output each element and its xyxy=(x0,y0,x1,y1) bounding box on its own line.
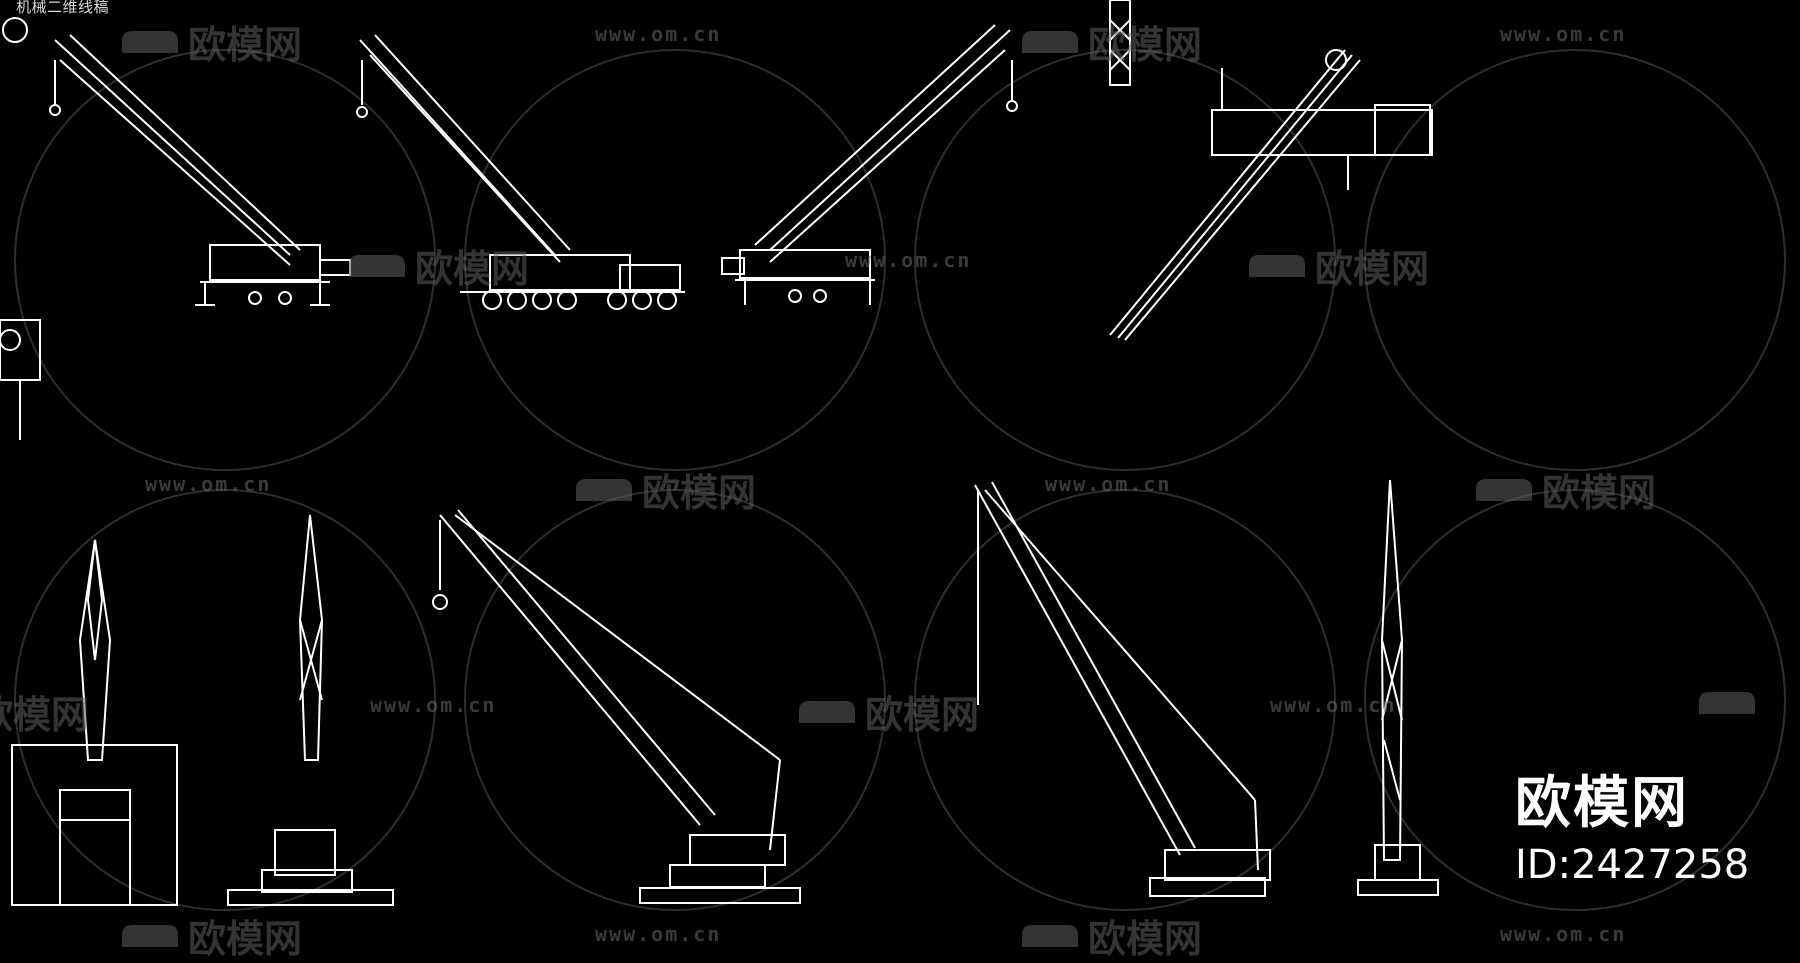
watermark-url: www.om.cn xyxy=(845,248,972,272)
crawler-crane-2 xyxy=(974,481,1271,897)
sofa-icon xyxy=(1476,478,1532,501)
watermark-logo: 欧模网 xyxy=(795,684,979,739)
crane-top-view xyxy=(1109,0,1433,341)
watermark-logo-text: 欧模网 xyxy=(1088,917,1203,961)
watermark-logo: 欧模网 xyxy=(345,238,529,293)
partial-crane-left xyxy=(0,17,41,440)
watermark-logo-text: 欧模网 xyxy=(1542,471,1657,515)
sofa-icon xyxy=(576,478,632,501)
sofa-icon xyxy=(1022,924,1078,947)
watermark-logo-text: 欧模网 xyxy=(1088,23,1203,67)
watermark-logo: 欧模网 xyxy=(572,462,756,517)
truck-crane-2 xyxy=(356,34,685,310)
watermark-logo: 欧模网 xyxy=(1018,14,1202,69)
watermark-logo-text: 欧模网 xyxy=(642,471,757,515)
watermark-url: www.om.cn xyxy=(1500,22,1627,46)
sofa-icon xyxy=(122,30,178,53)
crawler-crane-1 xyxy=(432,509,801,904)
watermark-logo: 欧模网 xyxy=(1018,908,1202,963)
watermark-url: www.om.cn xyxy=(595,922,722,946)
sofa-icon xyxy=(799,700,855,723)
watermark-logo: 欧模网 xyxy=(0,684,89,739)
watermark-logo xyxy=(1695,684,1759,722)
watermark-logo: 欧模网 xyxy=(1472,462,1656,517)
lattice-crane-front-1 xyxy=(11,539,178,906)
watermark-logo-text: 欧模网 xyxy=(1315,247,1430,291)
watermark-logo-text: 欧模网 xyxy=(415,247,530,291)
sofa-icon xyxy=(1249,254,1305,277)
sofa-icon xyxy=(349,254,405,277)
watermark-circles xyxy=(14,49,1786,911)
watermark-url: www.om.cn xyxy=(1270,693,1397,717)
watermark-logo-text: 欧模网 xyxy=(188,917,303,961)
truck-crane-3 xyxy=(721,24,1018,305)
sofa-icon xyxy=(1022,30,1078,53)
watermark-logo: 欧模网 xyxy=(118,908,302,963)
drawing-title: 机械二维线稿 xyxy=(16,0,110,16)
watermark-logo: 欧模网 xyxy=(1245,238,1429,293)
truck-crane-1 xyxy=(49,34,351,306)
sofa-icon xyxy=(1699,692,1755,714)
watermark-url: www.om.cn xyxy=(145,472,272,496)
watermark-url: www.om.cn xyxy=(370,693,497,717)
sofa-icon xyxy=(122,924,178,947)
brand-id: ID:2427258 xyxy=(1515,842,1750,888)
watermark-logo: 欧模网 xyxy=(118,14,302,69)
watermark-logo-text: 欧模网 xyxy=(188,23,303,67)
watermark-logo-text: 欧模网 xyxy=(865,693,980,737)
watermark-logo-text: 欧模网 xyxy=(0,693,90,737)
brand-name: 欧模网 xyxy=(1515,771,1689,836)
watermark-url: www.om.cn xyxy=(1500,922,1627,946)
watermark-url: www.om.cn xyxy=(1045,472,1172,496)
lattice-crane-front-3 xyxy=(1357,479,1439,896)
watermark-url: www.om.cn xyxy=(595,22,722,46)
lattice-crane-front-2 xyxy=(227,514,394,906)
